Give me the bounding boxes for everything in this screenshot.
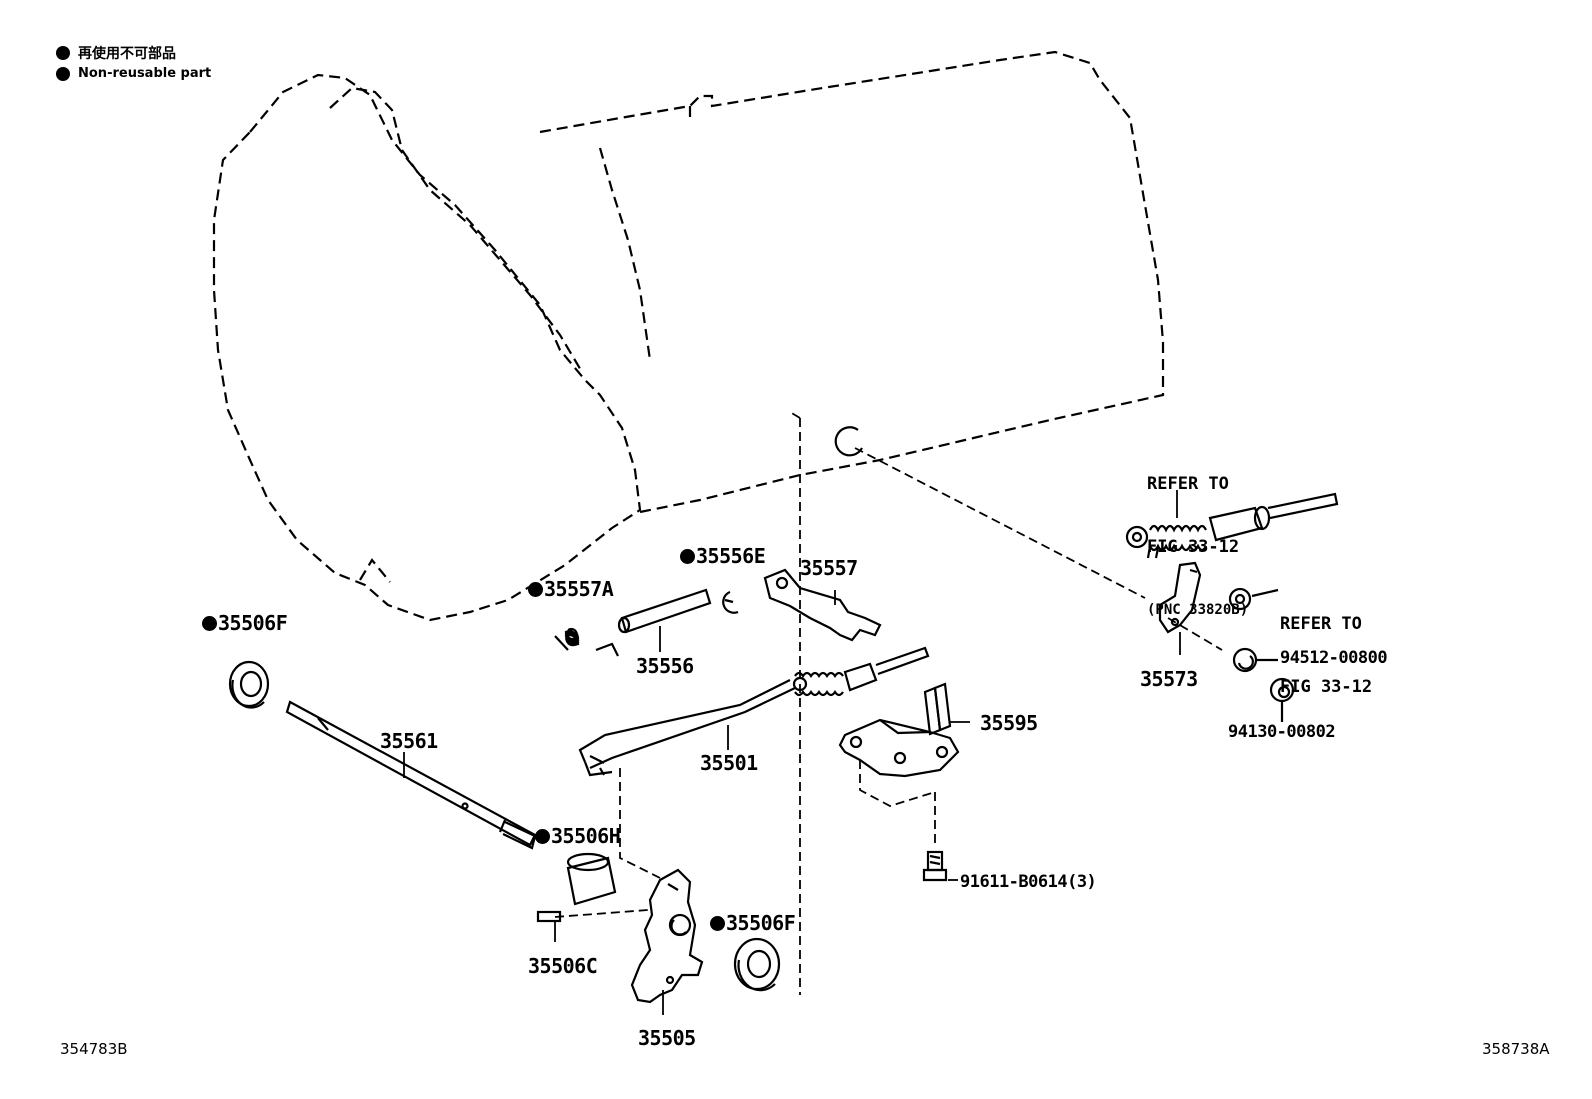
shaft-35561-drawing [285, 700, 537, 850]
non-reusable-dot-icon [528, 582, 543, 597]
part-label-35556[interactable]: 35556 [636, 654, 694, 678]
bushing-35506H-drawing [566, 852, 617, 906]
ref-line: REFER TO [1147, 474, 1229, 494]
part-label-35501[interactable]: 35501 [700, 751, 758, 775]
solid-leader-lines [403, 490, 1181, 1015]
bolt-91611-drawing [922, 850, 948, 882]
bracket-35573-drawing [1158, 561, 1202, 634]
oil-seal-35506F-bottom-drawing [733, 937, 781, 992]
non-reusable-dot-icon [202, 616, 217, 631]
reference-note-nut[interactable]: REFER TO FIG 33-12 [1280, 572, 1372, 719]
pin-35556-drawing [617, 588, 712, 634]
ref-line: REFER TO [1280, 614, 1362, 634]
part-label-35557A[interactable]: 35557A [528, 578, 614, 600]
spring-35557A-drawing [554, 627, 619, 657]
part-label-35506H[interactable]: 35506H [535, 825, 621, 847]
part-label-35506F-bottom[interactable]: 35506F [710, 912, 796, 934]
non-reusable-dot-icon [56, 66, 70, 81]
pin-35506C-drawing [536, 910, 562, 923]
illustration-code-left: 354783B [60, 1040, 128, 1058]
part-label-94130-00802[interactable]: 94130-00802 [1228, 722, 1336, 742]
part-label-91611-B0614[interactable]: 91611-B0614(3) [960, 872, 1097, 892]
ref-line: FIG 33-12 [1280, 677, 1373, 697]
nut-94512-drawing [1232, 647, 1278, 673]
detent-lever-35557-drawing [763, 568, 882, 642]
part-label-35506F-top[interactable]: 35506F [202, 612, 288, 634]
bracket-35595-drawing [838, 682, 960, 778]
part-label-35561[interactable]: 35561 [380, 729, 438, 753]
snap-ring-on-housing [834, 426, 863, 457]
ref-line: (PNC 33820B) [1147, 602, 1249, 618]
legend-en-text: Non-reusable part [78, 66, 212, 81]
part-label-35573[interactable]: 35573 [1140, 667, 1198, 691]
non-reusable-dot-icon [680, 549, 695, 564]
part-label-35595[interactable]: 35595 [980, 711, 1038, 735]
oil-seal-35506F-top-drawing [228, 660, 270, 709]
non-reusable-dot-icon [535, 829, 550, 844]
washer-94130-drawing [1269, 677, 1295, 722]
part-label-35506C[interactable]: 35506C [528, 954, 598, 978]
illustration-code-right: 358738A [1482, 1040, 1550, 1058]
legend-jp-text: 再使用不可部品 [78, 46, 176, 62]
reference-note-cable[interactable]: REFER TO FIG 33-12 (PNC 33820B) [1147, 432, 1248, 642]
part-label-94512-00800[interactable]: 94512-00800 [1280, 648, 1388, 668]
non-reusable-dot-icon [56, 46, 70, 60]
part-label-35505[interactable]: 35505 [638, 1026, 696, 1050]
part-label-35557[interactable]: 35557 [800, 556, 858, 580]
e-ring-35556E-drawing [722, 590, 739, 614]
legend-non-reusable-en: Non-reusable part [56, 66, 211, 81]
legend-non-reusable-jp: 再使用不可部品 [56, 43, 176, 63]
part-label-35556E[interactable]: 35556E [680, 545, 766, 567]
control-rod-35501-drawing [578, 646, 930, 777]
transmission-housing-outline [212, 50, 1165, 622]
non-reusable-dot-icon [710, 916, 725, 931]
lever-35505-drawing [630, 868, 704, 1004]
dashed-leader-lines [554, 411, 1223, 995]
ref-line: FIG 33-12 [1147, 537, 1240, 557]
cable-end-33820B-drawing [1125, 492, 1339, 559]
nut-refer-drawing [1228, 587, 1279, 611]
